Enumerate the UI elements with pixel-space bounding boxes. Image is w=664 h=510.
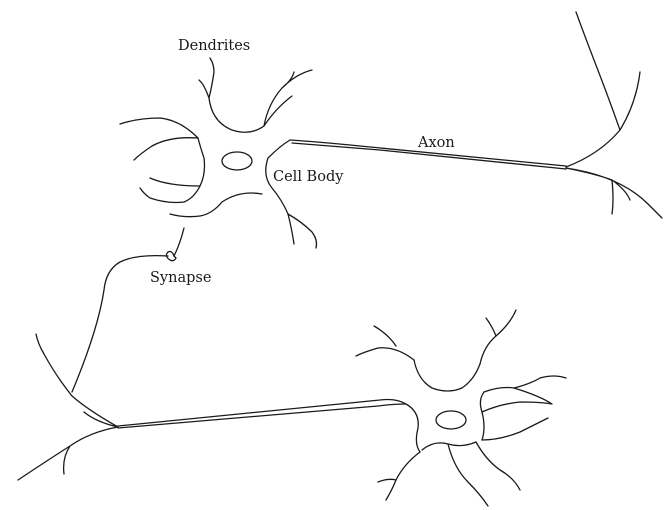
- upper-axon-terminals: [566, 12, 662, 218]
- upper-dendrite-top-right: [264, 70, 312, 126]
- upper-dendrite-left: [120, 118, 200, 186]
- lower-neuron: [18, 310, 566, 506]
- cell-body-label: Cell Body: [273, 170, 343, 185]
- lower-neuron-axon: [118, 400, 406, 427]
- lower-neuron-axon-lower: [118, 404, 406, 428]
- lower-axon-terminals: [18, 334, 118, 480]
- upper-neuron-synaptic-branch: [174, 228, 184, 256]
- lower-dendrite-top-left: [356, 326, 414, 360]
- lower-neuron-nucleus: [436, 411, 466, 429]
- axon-label: Axon: [418, 136, 455, 151]
- dendrites-label: Dendrites: [178, 39, 250, 54]
- upper-dendrite-left-lower: [140, 186, 200, 217]
- lower-neuron-soma: [406, 360, 484, 452]
- synapse-label: Synapse: [150, 271, 211, 286]
- upper-dendrite-top: [199, 58, 214, 98]
- upper-neuron-soma: [198, 96, 292, 216]
- lower-dendrite-bottom: [378, 442, 520, 506]
- upper-dendrite-bottom-right: [288, 214, 317, 248]
- lower-dendrite-top-right: [480, 310, 516, 364]
- upper-neuron-nucleus: [222, 152, 252, 170]
- upper-neuron: [72, 12, 662, 392]
- lower-dendrite-right: [482, 376, 566, 440]
